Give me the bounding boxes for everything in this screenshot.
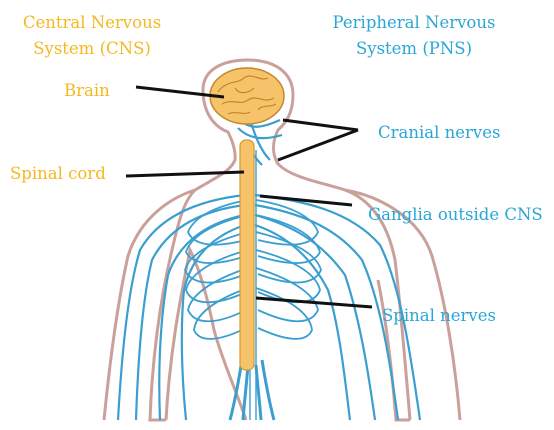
cns-heading-line2: System (CNS) [6,38,178,60]
label-ganglia: Ganglia outside CNS [368,204,543,226]
pns-heading-line2: System (PNS) [312,38,516,60]
leader-spinal-cord [126,172,244,176]
leader-cranial-2 [278,130,358,160]
spinal-cord [240,140,254,370]
cns-heading: Central Nervous System (CNS) [6,12,178,60]
label-spinal-nerves: Spinal nerves [382,305,496,327]
peripheral-nerves [118,120,420,420]
pns-heading-line1: Peripheral Nervous [312,12,516,34]
label-brain: Brain [64,80,110,102]
leader-cranial-1 [283,120,358,130]
label-spinal-cord: Spinal cord [10,163,106,185]
pns-heading: Peripheral Nervous System (PNS) [312,12,516,60]
label-cranial-nerves: Cranial nerves [378,122,500,144]
cns-heading-line1: Central Nervous [6,12,178,34]
